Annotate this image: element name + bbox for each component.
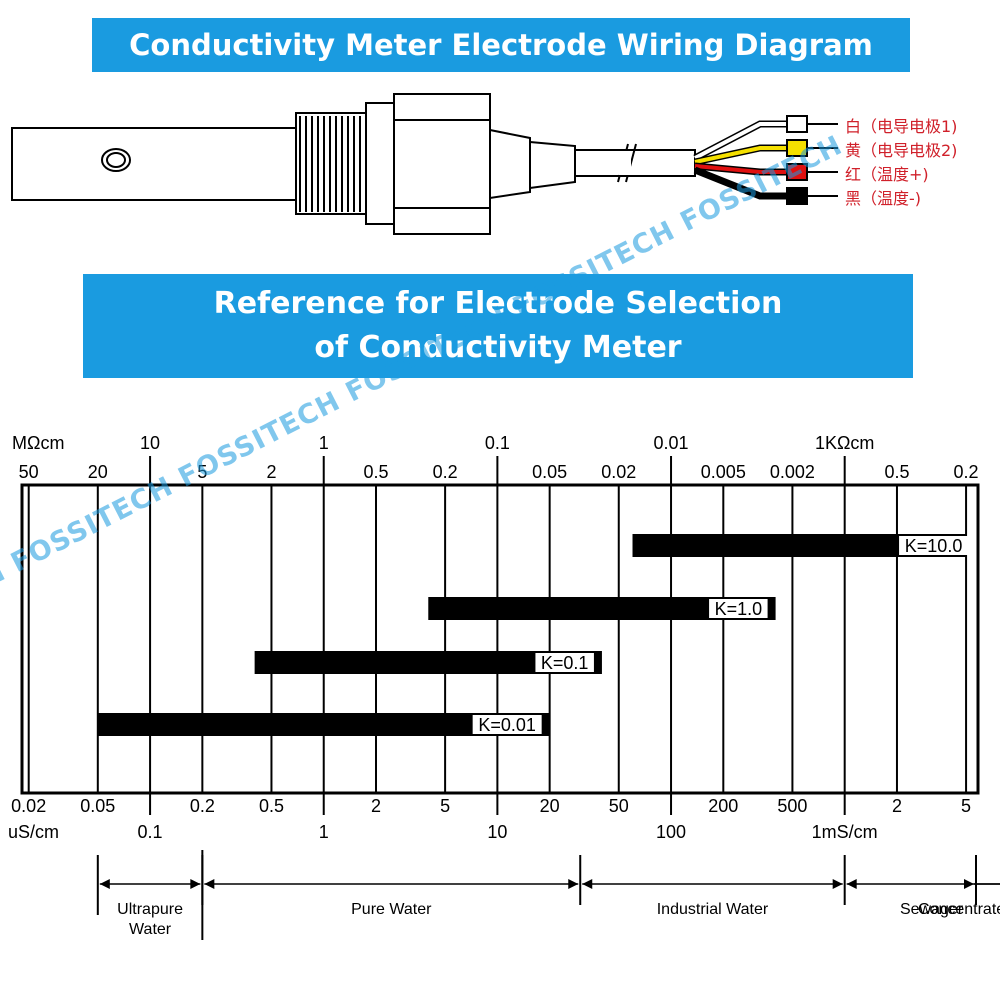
bar-label-bg (709, 599, 768, 618)
wiring-diagram-title: Conductivity Meter Electrode Wiring Diag… (92, 18, 910, 72)
top-major-tick-label: 1KΩcm (815, 433, 874, 453)
top-minor-tick-label: 5 (197, 462, 207, 482)
bar-label-bg (472, 715, 542, 734)
bar-label: K=10.0 (905, 536, 963, 556)
strain-relief (489, 128, 531, 200)
bar-label-bg (535, 653, 594, 672)
top-major-tick-label: 0.01 (654, 433, 689, 453)
bottom-minor-tick-label: 0.5 (259, 796, 284, 816)
wire-label-white: 白（电导电极1) (845, 117, 958, 136)
wire-label-yellow: 黄（电导电极2) (845, 141, 958, 160)
resistivity-unit-label: MΩcm (12, 433, 64, 453)
bottom-minor-tick-label: 0.2 (190, 796, 215, 816)
electrode-illustration (11, 93, 838, 235)
top-minor-tick-label: 2 (266, 462, 276, 482)
arrow-head-left (582, 879, 593, 889)
bottom-minor-tick-label: 5 (961, 796, 971, 816)
bottom-minor-tick-label: 50 (609, 796, 629, 816)
wire-label-red: 红（温度+) (845, 165, 929, 184)
bar-label: K=0.01 (478, 715, 536, 735)
cable (574, 149, 696, 177)
bottom-minor-tick-label: 200 (708, 796, 738, 816)
top-minor-tick-label: 0.5 (363, 462, 388, 482)
top-minor-tick-label: 0.05 (532, 462, 567, 482)
probe-body (11, 127, 303, 201)
arrow-head-left (846, 879, 857, 889)
top-minor-tick-label: 0.2 (954, 462, 979, 482)
bar-label-bg (899, 536, 969, 555)
bar-label: K=0.1 (541, 653, 589, 673)
selection-title-line2: of Conductivity Meter (314, 330, 682, 365)
arrow-head-right (832, 879, 843, 889)
arrow-head-right (568, 879, 579, 889)
application-label: Concentrated Solution (918, 901, 1000, 918)
arrow-head-left (204, 879, 215, 889)
top-major-tick-label: 1 (319, 433, 329, 453)
application-label: Sewager (900, 901, 964, 918)
bottom-major-tick-label: 1mS/cm (812, 822, 878, 842)
electrode-range-bar (97, 713, 550, 736)
application-label: Industrial Water (657, 901, 769, 918)
electrode-range-bar (428, 597, 776, 620)
bottom-minor-tick-label: 500 (777, 796, 807, 816)
bottom-minor-tick-label: 2 (892, 796, 902, 816)
bottom-minor-tick-label: 5 (440, 796, 450, 816)
top-minor-tick-label: 0.2 (433, 462, 458, 482)
top-minor-tick-label: 0.5 (884, 462, 909, 482)
wires (693, 115, 838, 205)
top-minor-tick-label: 0.02 (601, 462, 636, 482)
top-minor-tick-label: 0.005 (701, 462, 746, 482)
bottom-minor-tick-label: 2 (371, 796, 381, 816)
arrow-head-right (190, 879, 201, 889)
top-major-tick-label: 10 (140, 433, 160, 453)
chart-frame (20, 483, 980, 795)
top-minor-tick-label: 20 (88, 462, 108, 482)
selection-title-line1: Reference for Electrode Selection (213, 286, 783, 321)
top-minor-tick-label: 0.002 (770, 462, 815, 482)
wire-label-black: 黑（温度-) (845, 189, 922, 208)
top-major-tick-label: 0.1 (485, 433, 510, 453)
top-minor-tick-label: 50 (19, 462, 39, 482)
bar-label: K=1.0 (715, 599, 763, 619)
hex-nut (393, 93, 491, 235)
bottom-minor-tick-label: 20 (540, 796, 560, 816)
application-label: Pure Water (351, 901, 432, 918)
electrode-range-bar (632, 534, 967, 557)
bottom-major-tick-label: 0.1 (138, 822, 163, 842)
selection-reference-title: Reference for Electrode Selection of Con… (83, 274, 913, 378)
bottom-major-tick-label: 1 (319, 822, 329, 842)
bottom-minor-tick-label: 0.02 (11, 796, 46, 816)
arrow-head-left (99, 879, 110, 889)
application-label: Ultrapure (117, 901, 183, 918)
bottom-major-tick-label: 100 (656, 822, 686, 842)
electrode-range-bar (254, 651, 602, 674)
bottom-major-tick-label: 10 (487, 822, 507, 842)
bottom-minor-tick-label: 0.05 (80, 796, 115, 816)
application-label: Water (129, 921, 172, 938)
arrow-head-right (964, 879, 974, 889)
conductivity-unit-label: uS/cm (8, 822, 59, 842)
